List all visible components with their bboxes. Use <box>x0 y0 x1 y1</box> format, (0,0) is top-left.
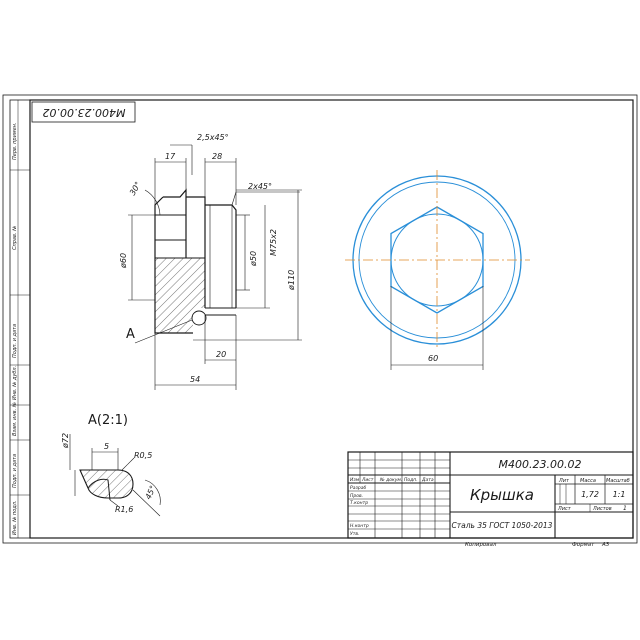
dim-dia110: ø110 <box>287 270 296 291</box>
row-tkontr: Т.контр <box>350 500 368 506</box>
title-block <box>347 451 634 539</box>
dim-angle45: 45° <box>144 484 158 501</box>
side-label-3: Подп. и дата <box>12 324 18 358</box>
sheet-label: Лист <box>557 506 572 512</box>
sheets-label: Листов <box>592 506 612 512</box>
dim-20: 20 <box>216 350 226 359</box>
row-list: Лист <box>361 477 374 483</box>
dim-chamfer-top: 2,5x45° <box>197 133 229 142</box>
copied: Копировал <box>465 542 497 548</box>
front-view: 60 <box>345 170 530 370</box>
sheets-value: 1 <box>623 505 627 512</box>
dim-5: 5 <box>104 442 109 451</box>
detail-a: А(2:1) ø72 5 R0,5 R1,6 45° <box>61 413 161 517</box>
side-label-5: Взам. инв. № <box>12 402 18 436</box>
row-sign: Подп. <box>404 477 418 483</box>
row-doc: № докум. <box>379 477 402 483</box>
groove-circle <box>191 310 207 326</box>
row-date: Дата <box>421 477 434 483</box>
section-dimensions <box>128 144 302 390</box>
part-name: Крышка <box>470 486 534 504</box>
format-label: Формат <box>572 542 595 548</box>
section-hatch <box>155 258 205 333</box>
dim-angle30: 30° <box>128 180 143 197</box>
format-value: А3 <box>601 542 610 548</box>
row-izm: Изм <box>350 477 360 483</box>
row-nkontr: Н.контр <box>350 523 369 529</box>
side-label-4: Инв. № дубл. <box>12 366 18 400</box>
dim-dia60: ø60 <box>119 253 128 269</box>
dim-54: 54 <box>190 375 200 384</box>
side-label-2: Справ. № <box>12 226 18 250</box>
col-scale: Масштаб <box>606 478 630 484</box>
row-prov: Пров. <box>350 493 363 499</box>
dim-dia72: ø72 <box>61 433 70 449</box>
dim-r16: R1,6 <box>115 505 133 514</box>
dim-17: 17 <box>165 152 176 161</box>
material: Сталь 35 ГОСТ 1050-2013 <box>452 521 553 530</box>
side-label-7: Инв. № подл. <box>12 501 18 536</box>
title-block-text: М400.23.00.02 Крышка Сталь 35 ГОСТ 1050-… <box>350 458 630 548</box>
hex-outline <box>390 206 484 314</box>
detail-title: А(2:1) <box>88 413 128 428</box>
rotated-designation: М400.23.00.02 <box>43 106 126 119</box>
row-razrab: Разраб <box>350 485 366 491</box>
section-dimension-text: 2,5x45° 17 28 2x45° 30° ø60 ø50 М75x2 ø1… <box>119 133 296 384</box>
designation: М400.23.00.02 <box>499 458 582 471</box>
sheet-outer-border <box>2 94 638 544</box>
row-utv: Утв. <box>350 531 359 537</box>
dim-hex-60: 60 <box>428 354 438 363</box>
section-view <box>154 175 237 334</box>
dim-thread: М75x2 <box>269 229 278 256</box>
dim-chamfer-inner: 2x45° <box>248 182 272 191</box>
side-label-6: Подп. и дата <box>12 454 18 488</box>
col-mass: Масса <box>580 478 596 484</box>
dim-dia50: ø50 <box>249 251 258 267</box>
col-lit: Лит <box>558 478 570 484</box>
dim-28: 28 <box>212 152 222 161</box>
side-strip: Перв. примен. Справ. № Подп. и дата Инв.… <box>9 99 31 539</box>
rotated-designation-box: М400.23.00.02 <box>31 101 136 123</box>
side-label-1: Перв. примен. <box>12 122 18 160</box>
dim-r05: R0,5 <box>134 451 152 460</box>
mark-a: А <box>126 327 135 342</box>
mass-value: 1,72 <box>581 490 599 499</box>
scale-value: 1:1 <box>613 490 626 499</box>
